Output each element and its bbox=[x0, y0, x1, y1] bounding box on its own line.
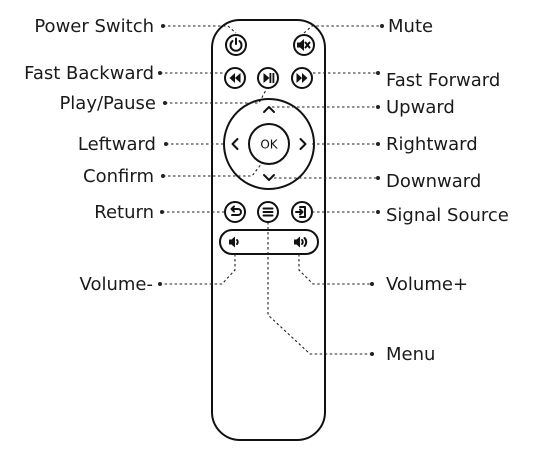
label-leftward: Leftward bbox=[78, 134, 156, 155]
label-downward: Downward bbox=[386, 171, 481, 192]
labels: Power Switch Mute Fast Backward Fast For… bbox=[24, 16, 509, 365]
fast-forward-icon bbox=[296, 73, 308, 83]
leader-lines bbox=[158, 24, 384, 356]
label-power-switch: Power Switch bbox=[34, 16, 154, 37]
label-mute: Mute bbox=[388, 16, 433, 37]
leader-menu bbox=[267, 222, 372, 355]
label-upward: Upward bbox=[386, 97, 455, 118]
power-icon bbox=[229, 37, 243, 52]
menu-button[interactable] bbox=[257, 201, 279, 223]
fast-forward-button[interactable] bbox=[291, 67, 313, 89]
input-source-icon bbox=[295, 206, 306, 218]
volume-rocker bbox=[219, 229, 319, 255]
chevron-up-icon bbox=[263, 106, 275, 113]
play-pause-button[interactable] bbox=[257, 67, 279, 89]
menu-icon bbox=[262, 207, 274, 217]
label-signal-source: Signal Source bbox=[386, 205, 509, 226]
left-button[interactable] bbox=[226, 132, 242, 156]
label-confirm: Confirm bbox=[83, 166, 154, 187]
label-play-pause: Play/Pause bbox=[59, 93, 156, 114]
signal-source-button[interactable] bbox=[291, 201, 313, 223]
label-fast-forward: Fast Forward bbox=[386, 70, 500, 91]
speaker-mute-icon bbox=[297, 39, 311, 51]
power-button[interactable] bbox=[225, 34, 247, 56]
chevron-down-icon bbox=[263, 174, 275, 181]
ok-button-label: OK bbox=[260, 138, 278, 152]
fast-backward-button[interactable] bbox=[224, 67, 246, 89]
ok-button[interactable]: OK bbox=[248, 123, 290, 165]
right-button[interactable] bbox=[296, 132, 312, 156]
leader-mute bbox=[303, 25, 382, 34]
mute-button[interactable] bbox=[293, 34, 315, 56]
label-volume-up: Volume+ bbox=[386, 274, 468, 295]
play-pause-icon bbox=[263, 73, 275, 83]
volume-down-icon bbox=[229, 236, 239, 248]
return-button[interactable] bbox=[224, 201, 246, 223]
label-fast-backward: Fast Backward bbox=[24, 63, 154, 84]
leader-volume-up bbox=[298, 254, 372, 285]
leader-play-pause bbox=[165, 89, 267, 104]
return-icon bbox=[230, 205, 242, 216]
rewind-icon bbox=[229, 73, 241, 83]
leader-volume-down bbox=[160, 254, 236, 285]
volume-down-button[interactable] bbox=[220, 230, 269, 254]
chevron-left-icon bbox=[231, 138, 239, 150]
label-rightward: Rightward bbox=[386, 134, 478, 155]
label-menu: Menu bbox=[386, 344, 435, 365]
volume-up-button[interactable] bbox=[269, 230, 318, 254]
label-volume-down: Volume- bbox=[80, 274, 153, 295]
volume-up-icon bbox=[294, 236, 308, 248]
label-return: Return bbox=[94, 202, 154, 223]
leader-power bbox=[163, 25, 237, 34]
up-button[interactable] bbox=[257, 100, 281, 116]
down-button[interactable] bbox=[257, 172, 281, 188]
chevron-right-icon bbox=[299, 138, 307, 150]
